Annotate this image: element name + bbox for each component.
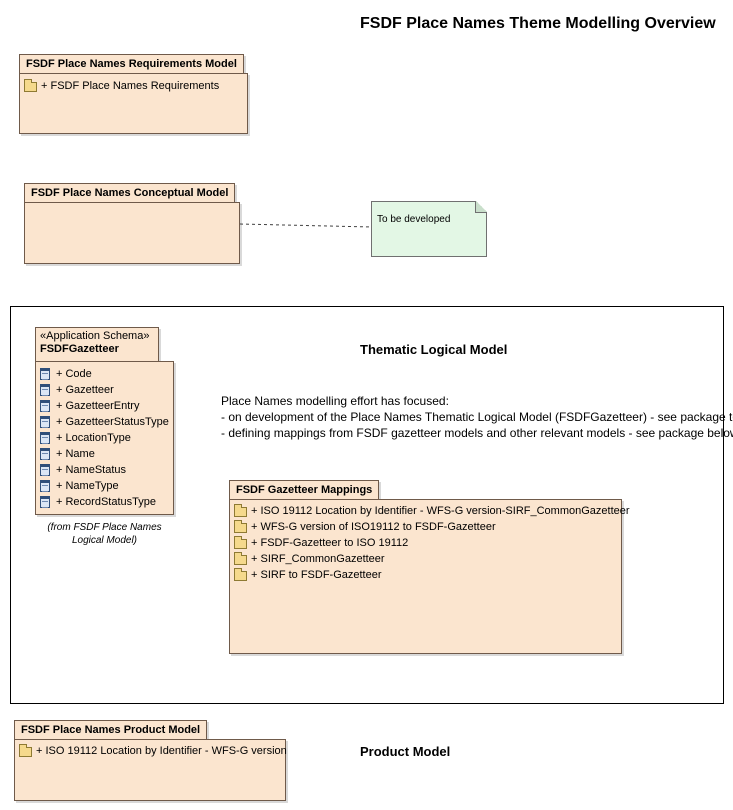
logical-model-frame (10, 306, 724, 704)
fsdf-gazetteer-package-tab[interactable]: «Application Schema» FSDFGazetteer (35, 327, 159, 362)
package-item-label: + WFS-G version of ISO19112 to FSDF-Gaze… (251, 521, 496, 533)
origin-line: Logical Model) (71, 535, 138, 546)
origin-line: (from FSDF Place Names (47, 522, 162, 533)
class-icon (40, 480, 50, 492)
requirements-package[interactable]: + FSDF Place Names Requirements (19, 73, 248, 134)
class-icon (40, 432, 50, 444)
diagram-title: FSDF Place Names Theme Modelling Overvie… (360, 15, 716, 32)
class-icon (40, 464, 50, 476)
class-item[interactable]: + Name (40, 446, 95, 462)
product-package-name: FSDF Place Names Product Model (21, 724, 201, 736)
class-item-label: + Gazetteer (56, 384, 114, 396)
logical-model-description: Place Names modelling effort has focused… (221, 393, 733, 441)
description-line: Place Names modelling effort has focused… (221, 394, 449, 408)
class-item-label: + RecordStatusType (56, 496, 156, 508)
package-item-label: + ISO 19112 Location by Identifier - WFS… (251, 505, 630, 517)
conceptual-package-name: FSDF Place Names Conceptual Model (31, 187, 229, 199)
class-item-label: + LocationType (56, 432, 131, 444)
description-line: - defining mappings from FSDF gazetteer … (221, 426, 733, 440)
class-item[interactable]: + Gazetteer (40, 382, 114, 398)
class-item[interactable]: + NameType (40, 478, 119, 494)
class-item[interactable]: + GazetteerStatusType (40, 414, 169, 430)
class-icon (40, 384, 50, 396)
class-item[interactable]: + RecordStatusType (40, 494, 156, 510)
folder-icon (234, 568, 247, 581)
folder-icon (24, 79, 37, 92)
note-connector (239, 223, 373, 228)
package-item-label: + FSDF-Gazetteer to ISO 19112 (251, 537, 409, 549)
package-item[interactable]: + ISO 19112 Location by Identifier - WFS… (19, 743, 287, 759)
description-line: - on development of the Place Names Them… (221, 410, 733, 424)
requirements-package-name: FSDF Place Names Requirements Model (26, 58, 237, 70)
package-item[interactable]: + SIRF to FSDF-Gazetteer (234, 567, 382, 583)
note-fold (475, 201, 487, 213)
class-item[interactable]: + Code (40, 366, 92, 382)
folder-icon (234, 520, 247, 533)
class-item-label: + GazetteerEntry (56, 400, 140, 412)
fsdf-gazetteer-package[interactable]: + Code + Gazetteer + GazetteerEntry + Ga… (35, 361, 174, 515)
note-text: To be developed (377, 214, 451, 225)
class-item-label: + GazetteerStatusType (56, 416, 169, 428)
folder-icon (19, 744, 32, 757)
class-icon (40, 368, 50, 380)
class-item-label: + NameType (56, 480, 119, 492)
class-item-label: + Name (56, 448, 95, 460)
package-item[interactable]: + ISO 19112 Location by Identifier - WFS… (234, 503, 630, 519)
class-item[interactable]: + GazetteerEntry (40, 398, 139, 414)
package-item[interactable]: + SIRF_CommonGazetteer (234, 551, 385, 567)
product-package[interactable]: + ISO 19112 Location by Identifier - WFS… (14, 739, 287, 801)
class-item[interactable]: + LocationType (40, 430, 131, 446)
package-item[interactable]: + WFS-G version of ISO19112 to FSDF-Gaze… (234, 519, 496, 535)
product-model-title: Product Model (360, 744, 451, 759)
mappings-package-name: FSDF Gazetteer Mappings (236, 484, 373, 496)
package-stereotype: «Application Schema» (40, 330, 150, 342)
conceptual-package-tab[interactable]: FSDF Place Names Conceptual Model (24, 183, 236, 203)
mappings-package-tab[interactable]: FSDF Gazetteer Mappings (229, 480, 380, 500)
package-item-label: + SIRF_CommonGazetteer (251, 553, 385, 565)
class-icon (40, 496, 50, 508)
folder-icon (234, 504, 247, 517)
folder-icon (234, 536, 247, 549)
logical-model-title: Thematic Logical Model (360, 342, 508, 357)
class-icon (40, 416, 50, 428)
mappings-package[interactable]: + ISO 19112 Location by Identifier - WFS… (229, 499, 630, 654)
conceptual-package[interactable] (24, 202, 240, 264)
note[interactable]: To be developed (371, 201, 487, 257)
folder-icon (234, 552, 247, 565)
package-item[interactable]: + FSDF Place Names Requirements (24, 78, 219, 94)
class-item-label: + Code (56, 368, 92, 380)
product-package-tab[interactable]: FSDF Place Names Product Model (14, 720, 208, 740)
package-item[interactable]: + FSDF-Gazetteer to ISO 19112 (234, 535, 408, 551)
class-icon (40, 400, 50, 412)
package-item-label: + SIRF to FSDF-Gazetteer (251, 569, 382, 581)
package-item-label: + ISO 19112 Location by Identifier - WFS… (36, 745, 287, 757)
class-item-label: + NameStatus (56, 464, 127, 476)
class-icon (40, 448, 50, 460)
requirements-package-tab[interactable]: FSDF Place Names Requirements Model (19, 54, 244, 74)
fsdf-gazetteer-package-name: FSDFGazetteer (40, 343, 119, 355)
class-item[interactable]: + NameStatus (40, 462, 126, 478)
package-item-label: + FSDF Place Names Requirements (41, 80, 220, 92)
package-origin-caption: (from FSDF Place Names Logical Model) (35, 521, 174, 547)
